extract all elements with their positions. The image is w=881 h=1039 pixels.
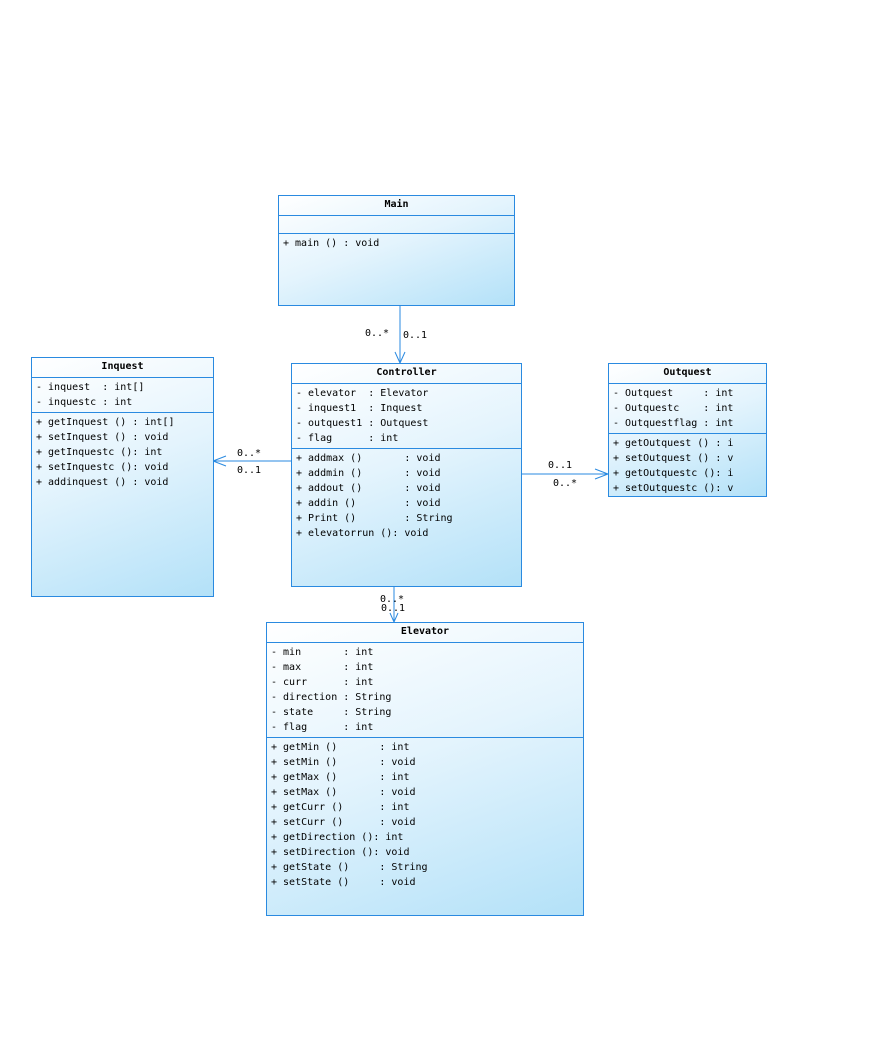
attribute: - Outquest : int [613, 388, 734, 399]
attribute: - flag : int [296, 433, 399, 444]
attribute: - curr : int [271, 677, 374, 688]
operation: + addin () : void [296, 498, 441, 509]
operations-compartment: + main () : void [279, 234, 514, 253]
attribute: - inquestc : int [36, 397, 133, 408]
operation: + setMin () : void [271, 757, 416, 768]
attribute: - inquest1 : Inquest [296, 403, 423, 414]
class-outquest[interactable]: Outquest - Outquest : int - Outquestc : … [608, 363, 767, 497]
attribute: - Outquestc : int [613, 403, 734, 414]
attribute: - outquest1 : Outquest [296, 418, 429, 429]
class-name: Inquest [32, 358, 213, 378]
operation: + setOutquest () : v [613, 453, 734, 464]
operation: + getInquestc (): int [36, 447, 163, 458]
operation: + getDirection (): int [271, 832, 404, 843]
operation: + setMax () : void [271, 787, 416, 798]
attribute: - flag : int [271, 722, 374, 733]
multiplicity-main-source: 0..* [365, 328, 390, 339]
attributes-compartment: - elevator : Elevator - inquest1 : Inque… [292, 384, 521, 449]
class-inquest[interactable]: Inquest - inquest : int[] - inquestc : i… [31, 357, 214, 597]
class-name: Controller [292, 364, 521, 384]
operation: + getOutquest () : i [613, 438, 734, 449]
operation: + getMin () : int [271, 742, 410, 753]
class-name: Elevator [267, 623, 583, 643]
attributes-compartment: - Outquest : int - Outquestc : int - Out… [609, 384, 766, 434]
arrowhead-inquest [211, 455, 227, 467]
operation: + addmin () : void [296, 468, 441, 479]
class-name: Outquest [609, 364, 766, 384]
operations-compartment: + getInquest () : int[] + setInquest () … [32, 413, 213, 492]
class-main[interactable]: Main + main () : void [278, 195, 515, 306]
operation: + Print () : String [296, 513, 453, 524]
operation: + getInquest () : int[] [36, 417, 175, 428]
class-controller[interactable]: Controller - elevator : Elevator - inque… [291, 363, 522, 587]
multiplicity-elevator-source: 0..* [380, 594, 405, 605]
class-elevator[interactable]: Elevator - min : int - max : int - curr … [266, 622, 584, 916]
operation: + getCurr () : int [271, 802, 410, 813]
operation: + setCurr () : void [271, 817, 416, 828]
operation: + getMax () : int [271, 772, 410, 783]
multiplicity-elevator-target: 0..1 [381, 603, 406, 614]
attribute: - Outquestflag : int [613, 418, 734, 429]
multiplicity-inquest-source: 0..1 [237, 465, 262, 476]
operations-compartment: + getMin () : int + setMin () : void + g… [267, 738, 583, 892]
operation: + addout () : void [296, 483, 441, 494]
operation: + setOutquestc (): v [613, 483, 734, 494]
operation: + addmax () : void [296, 453, 441, 464]
attributes-compartment [279, 216, 514, 234]
attributes-compartment: - min : int - max : int - curr : int - d… [267, 643, 583, 738]
multiplicity-main-target: 0..1 [403, 330, 428, 341]
attributes-compartment: - inquest : int[] - inquestc : int [32, 378, 213, 413]
class-name: Main [279, 196, 514, 216]
attribute: - max : int [271, 662, 374, 673]
attribute: - inquest : int[] [36, 382, 145, 393]
operations-compartment: + addmax () : void + addmin () : void + … [292, 449, 521, 543]
operation: + setInquestc (): void [36, 462, 169, 473]
multiplicity-inquest-target: 0..* [237, 448, 262, 459]
operation: + setDirection (): void [271, 847, 410, 858]
arrowhead-outquest [594, 468, 610, 480]
operations-compartment: + getOutquest () : i + setOutquest () : … [609, 434, 766, 496]
attribute: - elevator : Elevator [296, 388, 429, 399]
arrowhead-controller [394, 351, 406, 365]
attribute: - state : String [271, 707, 392, 718]
multiplicity-outquest-target: 0..* [553, 478, 578, 489]
operation: + elevatorrun (): void [296, 528, 429, 539]
operation: + main () : void [283, 238, 380, 249]
multiplicity-outquest-source: 0..1 [548, 460, 573, 471]
operation: + getState () : String [271, 862, 428, 873]
attribute: - min : int [271, 647, 374, 658]
attribute: - direction : String [271, 692, 392, 703]
operation: + setInquest () : void [36, 432, 169, 443]
operation: + setState () : void [271, 877, 416, 888]
operation: + addinquest () : void [36, 477, 169, 488]
operation: + getOutquestc (): i [613, 468, 734, 479]
